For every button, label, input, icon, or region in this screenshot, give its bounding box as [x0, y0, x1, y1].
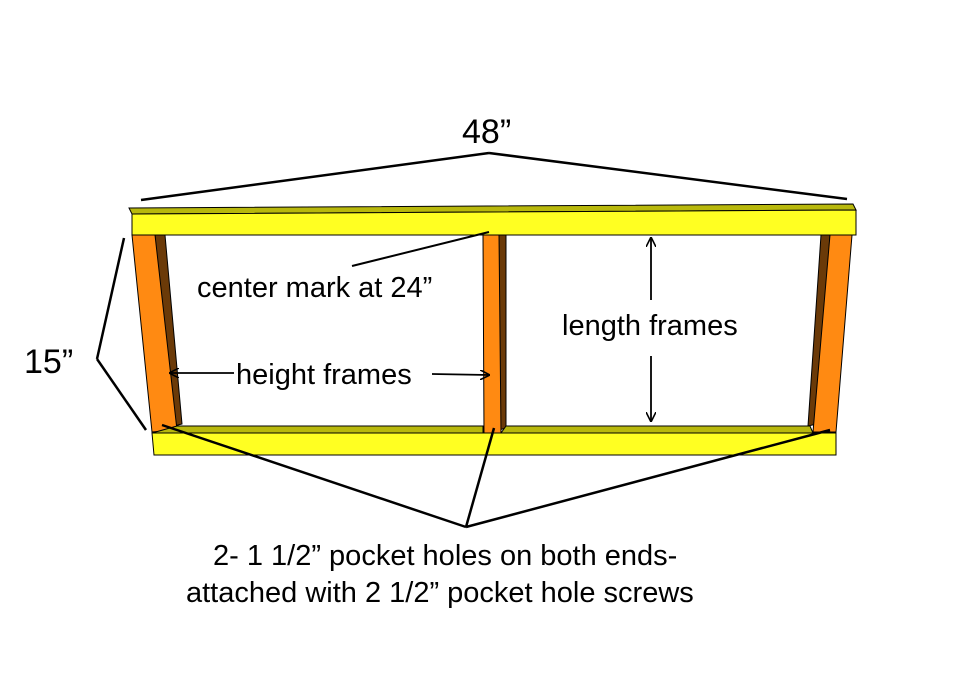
width-leader-left	[140, 151, 490, 202]
center-mark-leader	[351, 231, 490, 267]
height-dimension: 15”	[24, 237, 148, 431]
height-frames-arrow-right	[431, 374, 489, 375]
pocket-leader-right	[465, 428, 831, 529]
top-frame-front-face	[131, 209, 857, 236]
center-frame-front-face	[482, 234, 502, 434]
bottom-frame-top-face	[151, 425, 484, 434]
top-length-frame	[128, 203, 857, 236]
length-frames-callout: length frames	[562, 238, 738, 421]
pocket-holes-note-line1: 2- 1 1/2” pocket holes on both ends-	[213, 540, 677, 572]
bottom-frame-top-face-right	[500, 425, 814, 434]
width-leader-right	[488, 151, 848, 201]
height-leader-bottom	[95, 358, 148, 431]
pocket-holes-note-line2: attached with 2 1/2” pocket hole screws	[186, 577, 694, 609]
center-mark-label: center mark at 24”	[197, 272, 432, 304]
bottom-frame-front-face	[151, 432, 837, 456]
width-label: 48”	[462, 113, 511, 151]
pocket-leader-center	[464, 427, 496, 528]
center-mark-callout: center mark at 24”	[197, 231, 490, 304]
length-frames-label: length frames	[562, 310, 738, 342]
width-dimension: 48”	[140, 113, 848, 202]
pocket-holes-callout: 2- 1 1/2” pocket holes on both ends- att…	[161, 423, 831, 609]
center-height-frame	[482, 234, 507, 434]
height-leader-top	[95, 237, 126, 360]
height-label: 15”	[24, 343, 73, 381]
pocket-leader-left	[161, 423, 467, 529]
height-frames-label: height frames	[236, 359, 412, 391]
bottom-length-frame	[151, 425, 837, 456]
left-height-frame	[131, 234, 183, 433]
right-height-frame	[807, 234, 853, 433]
right-frame-front-face	[812, 234, 853, 433]
height-frames-callout: height frames	[170, 359, 489, 391]
